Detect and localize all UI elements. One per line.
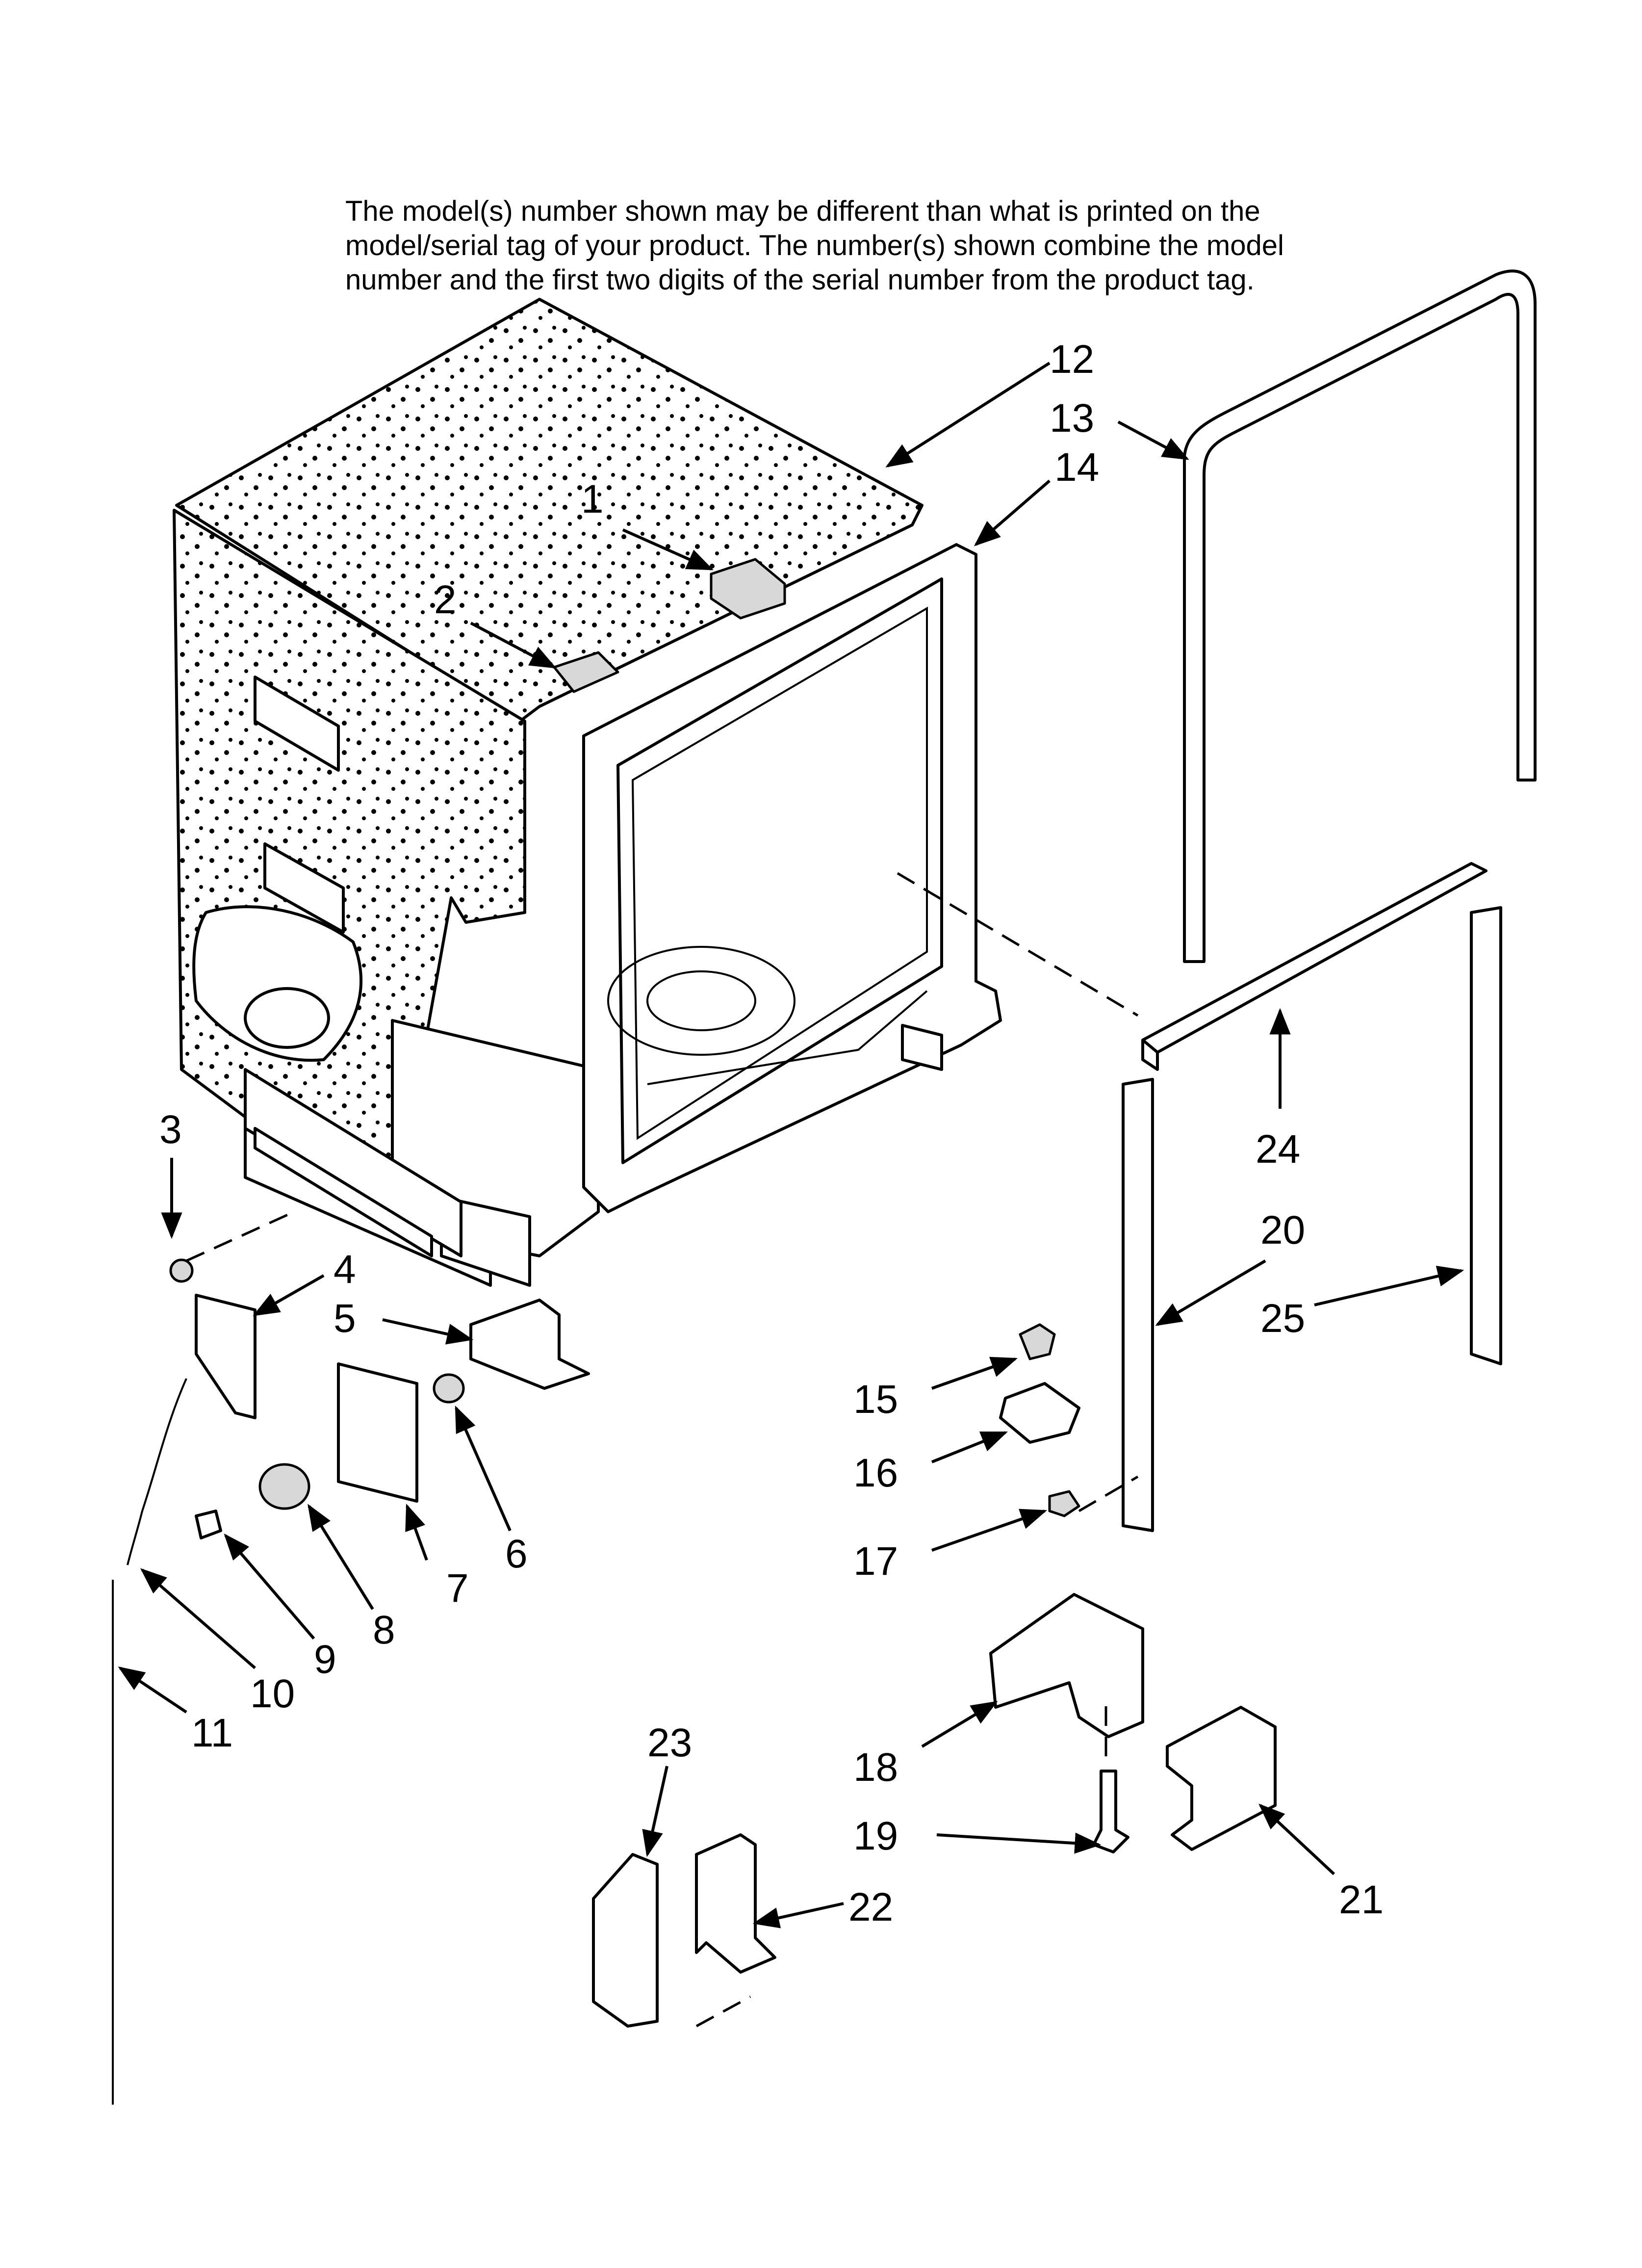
part-8-wheel <box>258 1463 310 1510</box>
callout-23: 23 <box>647 1721 692 1765</box>
callout-3: 3 <box>159 1107 182 1152</box>
part-10-spring <box>127 1378 187 1565</box>
callout-4: 4 <box>334 1247 356 1292</box>
callout-6: 6 <box>505 1532 528 1576</box>
callout-5: 5 <box>334 1296 356 1341</box>
callout-19: 19 <box>853 1814 898 1858</box>
model-number-note: The model(s) number shown may be differe… <box>345 194 1375 297</box>
callout-21: 21 <box>1339 1877 1384 1922</box>
part-4-hinge-plate <box>195 1294 257 1419</box>
part-25-side-trim <box>1470 906 1502 1365</box>
callout-16: 16 <box>853 1451 898 1495</box>
note-line-2: model/serial tag of your product. The nu… <box>345 230 1284 261</box>
callout-10: 10 <box>250 1671 295 1716</box>
callout-14: 14 <box>1054 445 1099 490</box>
callout-22: 22 <box>848 1885 893 1929</box>
part-1-strike <box>710 558 786 620</box>
callout-18: 18 <box>853 1745 898 1790</box>
part-23-corner-block <box>592 1853 659 2028</box>
part-9-pin <box>195 1510 222 1539</box>
callout-13: 13 <box>1050 396 1094 441</box>
callout-leaders <box>118 362 1464 1929</box>
callout-9: 9 <box>314 1637 336 1682</box>
part-6-nut <box>433 1373 465 1404</box>
callout-12: 12 <box>1050 337 1094 382</box>
part-2-clip <box>553 651 619 693</box>
callout-24: 24 <box>1256 1127 1300 1172</box>
tub-assembly <box>173 298 1002 1287</box>
callout-8: 8 <box>373 1608 395 1652</box>
part-20-side-trim <box>1122 1078 1154 1532</box>
note-line-1: The model(s) number shown may be differe… <box>345 195 1260 227</box>
callout-17: 17 <box>853 1539 898 1584</box>
part-21-cover <box>1166 1706 1277 1851</box>
callout-7: 7 <box>446 1566 469 1611</box>
callout-2: 2 <box>434 577 457 622</box>
part-19-leveling-leg <box>1092 1770 1129 1853</box>
part-7-plate <box>337 1362 418 1503</box>
part-22-side-bracket <box>695 1833 776 1974</box>
callout-15: 15 <box>853 1377 898 1422</box>
part-18-mounting-bracket <box>989 1593 1144 1738</box>
callout-20: 20 <box>1260 1208 1305 1252</box>
part-15-16-17-bracket <box>999 1323 1080 1517</box>
note-line-3: number and the first two digits of the s… <box>345 264 1255 296</box>
callout-labels: 1 2 3 4 5 6 7 8 9 10 11 12 13 14 15 16 1… <box>159 337 1384 1929</box>
callout-25: 25 <box>1260 1296 1305 1341</box>
part-13-door-gasket <box>1183 269 1537 963</box>
part-5-bracket <box>469 1299 590 1390</box>
callout-1: 1 <box>581 477 604 521</box>
callout-11: 11 <box>191 1711 233 1755</box>
